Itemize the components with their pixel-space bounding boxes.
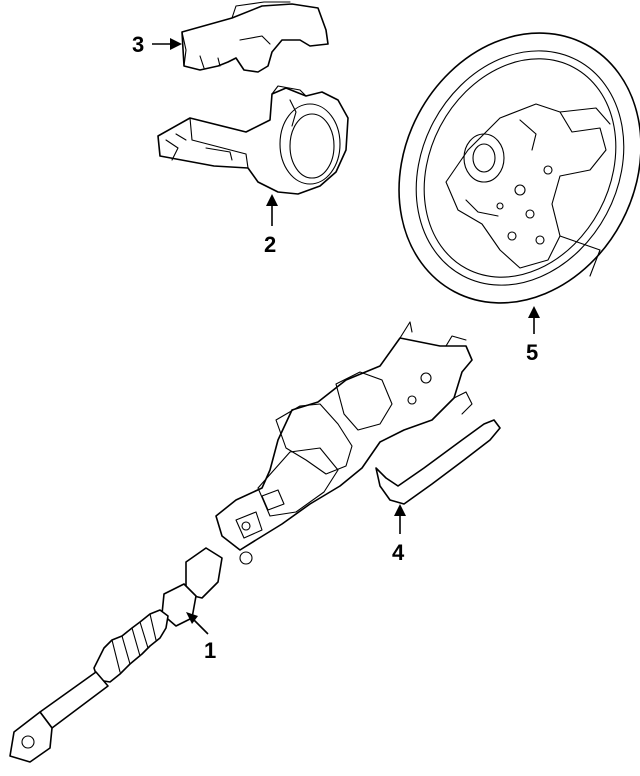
callout-4-arrowhead (394, 504, 406, 516)
callout-1-leader (191, 617, 209, 635)
callout-2: 2 (264, 194, 278, 257)
callout-3-label: 3 (132, 32, 144, 57)
callout-1-label: 1 (204, 638, 216, 663)
part-4-steering-column-assembly[interactable] (215, 321, 501, 565)
part-5-steering-wheel[interactable] (353, 0, 640, 346)
callout-4-label: 4 (392, 540, 405, 565)
callout-1: 1 (186, 612, 216, 663)
callout-4: 4 (392, 504, 406, 565)
callout-5: 5 (526, 306, 540, 365)
callout-3-arrowhead (170, 38, 182, 50)
callout-2-label: 2 (264, 232, 276, 257)
callout-2-arrowhead (266, 194, 278, 206)
callout-5-label: 5 (526, 340, 538, 365)
callout-5-arrowhead (528, 306, 540, 318)
part-3-upper-column-shroud[interactable] (181, 1, 329, 73)
part-2-lower-column-shroud[interactable] (157, 85, 349, 195)
callout-1-arrowhead (186, 612, 198, 624)
callout-3: 3 (132, 32, 182, 57)
part-1-intermediate-shaft[interactable] (9, 547, 223, 763)
